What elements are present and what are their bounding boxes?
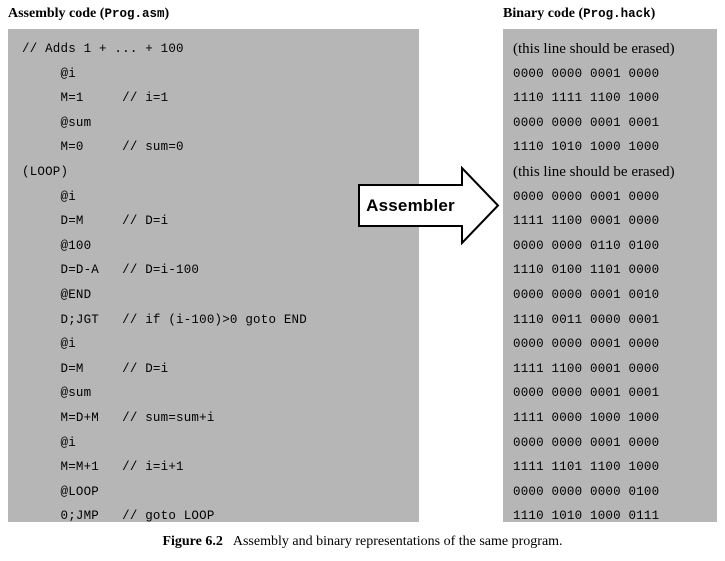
figure-caption-label: Figure 6.2 xyxy=(162,534,223,549)
assembly-code-line: @i xyxy=(22,189,76,204)
binary-code-line: 0000 0000 0001 0000 xyxy=(513,66,660,81)
binary-code-line: 0000 0000 0001 0001 xyxy=(513,386,660,401)
binary-erased-note-line: (this line should be erased) xyxy=(513,163,675,180)
binary-code-lines: (this line should be erased) 0000 0000 00… xyxy=(503,29,717,522)
binary-erased-note-line: (this line should be erased) xyxy=(513,41,675,57)
assembly-code-line: M=D+M // sum=sum+i xyxy=(22,410,215,425)
assembly-code-line: // Adds 1 + ... + 100 xyxy=(22,42,184,56)
assembly-code-line: @LOOP xyxy=(22,484,100,499)
binary-code-line: 1111 1100 0001 0000 xyxy=(513,214,660,229)
binary-code-line: 0000 0000 0110 0100 xyxy=(513,238,660,253)
assembly-code-line: @i xyxy=(22,337,76,352)
assembly-code-lines: // Adds 1 + ... + 100 @i M=1 // i=1 @sum… xyxy=(8,29,419,522)
binary-code-panel: (this line should be erased) 0000 0000 00… xyxy=(503,29,717,522)
binary-code-line: 0000 0000 0001 0010 xyxy=(513,287,660,302)
assembly-code-line: 0;JMP // goto LOOP xyxy=(22,509,215,522)
binary-code-line: 0000 0000 0001 0000 xyxy=(513,435,660,450)
assembly-code-line: M=0 // sum=0 xyxy=(22,140,184,155)
assembly-code-line: @i xyxy=(22,435,76,450)
assembly-heading-suffix: ) xyxy=(164,6,170,21)
binary-code-line: 1111 1100 0001 0000 xyxy=(513,361,660,376)
assembly-panel-heading: Assembly code (Prog.asm) xyxy=(8,6,169,22)
binary-heading-suffix: ) xyxy=(650,6,656,21)
figure-caption: Figure 6.2 Assembly and binary representa… xyxy=(0,534,725,550)
binary-code-line: 0000 0000 0001 0001 xyxy=(513,115,660,130)
assembly-code-line: M=M+1 // i=i+1 xyxy=(22,460,184,475)
block-arrow-icon xyxy=(358,166,500,245)
assembler-label: Assembler xyxy=(366,195,455,215)
assembly-code-panel: // Adds 1 + ... + 100 @i M=1 // i=1 @sum… xyxy=(8,29,419,522)
binary-code-line: 1110 1111 1100 1000 xyxy=(513,91,660,106)
binary-heading-filename: Prog.hack xyxy=(583,7,651,21)
assembly-code-line: D=M // D=i xyxy=(22,214,169,229)
assembly-code-line: @i xyxy=(22,66,76,81)
assembly-code-line: @sum xyxy=(22,115,92,130)
binary-code-line: 1111 1101 1100 1000 xyxy=(513,460,660,475)
binary-code-line: 1110 0011 0000 0001 xyxy=(513,312,660,327)
assembly-heading-filename: Prog.asm xyxy=(104,7,165,21)
assembly-code-line: @100 xyxy=(22,238,92,253)
binary-code-line: 0000 0000 0000 0100 xyxy=(513,484,660,499)
assembler-arrow-shape xyxy=(358,166,500,245)
binary-code-line: 1110 1010 1000 0111 xyxy=(513,509,660,522)
assembly-code-line: @sum xyxy=(22,386,92,401)
binary-heading-prefix: Binary code ( xyxy=(503,6,584,21)
assembly-code-line: D=M // D=i xyxy=(22,361,169,376)
binary-code-line: 0000 0000 0001 0000 xyxy=(513,337,660,352)
binary-code-line: 1110 0100 1101 0000 xyxy=(513,263,660,278)
figure-caption-text: Assembly and binary representations of t… xyxy=(232,534,563,549)
assembly-code-line: (LOOP) xyxy=(22,164,69,179)
binary-code-line: 0000 0000 0001 0000 xyxy=(513,189,660,204)
assembly-code-line: @END xyxy=(22,287,92,302)
binary-panel-heading: Binary code (Prog.hack) xyxy=(503,6,655,22)
assembly-code-line: M=1 // i=1 xyxy=(22,91,169,106)
assembly-code-line: D=D-A // D=i-100 xyxy=(22,263,200,278)
binary-code-line: 1110 1010 1000 1000 xyxy=(513,140,660,155)
binary-code-line: 1111 0000 1000 1000 xyxy=(513,410,660,425)
assembly-heading-prefix: Assembly code ( xyxy=(8,6,105,21)
assembly-code-line: D;JGT // if (i-100)>0 goto END xyxy=(22,312,307,327)
assembler-arrow: Assembler xyxy=(358,166,500,245)
